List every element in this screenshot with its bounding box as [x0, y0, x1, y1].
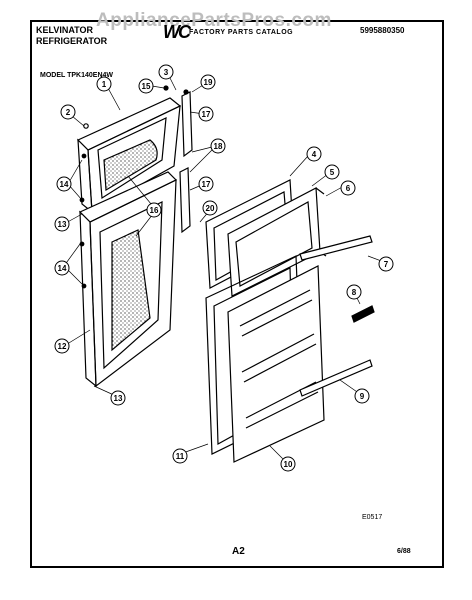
- door-shelves: [299, 235, 375, 397]
- callout-14-upper: 14: [56, 176, 72, 192]
- callout-7: 7: [378, 256, 394, 272]
- svg-text:2: 2: [66, 108, 71, 117]
- callout-5: 5: [324, 164, 340, 180]
- svg-text:15: 15: [142, 82, 151, 91]
- catalog-title: FACTORY PARTS CATALOG: [189, 29, 294, 36]
- callout-8: 8: [346, 284, 362, 300]
- svg-text:6: 6: [346, 184, 351, 193]
- catalog-part-number: 5995880350: [360, 26, 405, 35]
- brand-name: KELVINATOR: [36, 25, 94, 35]
- svg-text:9: 9: [360, 392, 365, 401]
- callout-19: 19: [200, 74, 216, 90]
- revision-date: 6/88: [397, 548, 411, 555]
- callout-4: 4: [306, 146, 322, 162]
- callout-12: 12: [54, 338, 70, 354]
- diagram-frame: [30, 20, 444, 568]
- callout-9: 9: [354, 388, 370, 404]
- svg-text:19: 19: [204, 78, 213, 87]
- callout-3: 3: [158, 64, 174, 80]
- callout-14-lower: 14: [54, 260, 70, 276]
- callout-markers: 1 2 3 4 5 6 7 8 9 10 11 12 13 13 14 14 1…: [54, 64, 394, 472]
- svg-text:20: 20: [206, 204, 215, 213]
- callout-20: 20: [202, 200, 218, 216]
- callout-15: 15: [138, 78, 154, 94]
- page-number: A2: [232, 546, 245, 557]
- svg-text:11: 11: [176, 452, 185, 461]
- svg-text:14: 14: [60, 180, 69, 189]
- manufacturer-logo: WC: [163, 22, 191, 42]
- model-label: MODEL TPK140EN4W: [40, 72, 113, 79]
- svg-text:17: 17: [202, 110, 211, 119]
- callout-17-upper: 17: [198, 106, 214, 122]
- door-handles: [163, 85, 193, 234]
- callout-10: 10: [280, 456, 296, 472]
- diagram-code: E0517: [362, 514, 383, 521]
- freezer-door-liner: [205, 179, 327, 297]
- svg-text:13: 13: [114, 394, 123, 403]
- fresh-food-door-liner: [205, 255, 325, 463]
- svg-text:5: 5: [330, 168, 335, 177]
- callout-11: 11: [172, 448, 188, 464]
- svg-text:8: 8: [352, 288, 357, 297]
- svg-text:10: 10: [284, 460, 293, 469]
- svg-text:18: 18: [214, 142, 223, 151]
- callout-1: 1: [96, 76, 112, 92]
- fresh-food-door-outer: [78, 171, 178, 388]
- svg-text:7: 7: [384, 260, 389, 269]
- callout-13-lower: 13: [110, 390, 126, 406]
- callout-13-upper: 13: [54, 216, 70, 232]
- svg-text:17: 17: [202, 180, 211, 189]
- callout-2: 2: [60, 104, 76, 120]
- svg-text:12: 12: [58, 342, 67, 351]
- watermark: AppliancePartsPros.com: [96, 10, 332, 31]
- svg-text:13: 13: [58, 220, 67, 229]
- svg-text:3: 3: [164, 68, 169, 77]
- product-type: REFRIGERATOR: [36, 36, 108, 46]
- svg-text:14: 14: [58, 264, 67, 273]
- svg-text:16: 16: [150, 206, 159, 215]
- freezer-door-outer: [76, 97, 182, 214]
- callout-16-upper: 16: [146, 202, 162, 218]
- svg-text:1: 1: [102, 80, 107, 89]
- callout-17-lower: 17: [198, 176, 214, 192]
- callout-6: 6: [340, 180, 356, 196]
- svg-text:4: 4: [312, 150, 317, 159]
- callout-16-right: 18: [210, 138, 226, 154]
